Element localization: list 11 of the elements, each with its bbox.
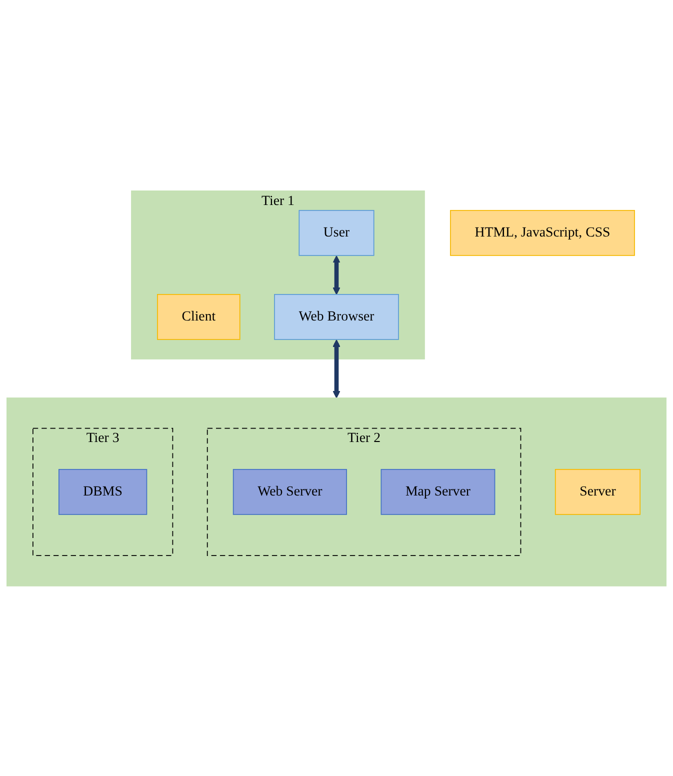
node-box: DBMS	[58, 468, 148, 514]
node-box: Web Browser	[274, 294, 399, 340]
cluster	[6, 397, 666, 586]
node-box: Client	[157, 294, 240, 340]
node-box: HTML, JavaScript, CSS	[450, 210, 635, 256]
node-box: Web Server	[232, 468, 347, 514]
node-box: Map Server	[380, 468, 496, 514]
arrow	[332, 339, 340, 398]
node-box: Server	[554, 468, 640, 514]
arrow	[332, 255, 340, 294]
node-box: User	[298, 210, 374, 256]
